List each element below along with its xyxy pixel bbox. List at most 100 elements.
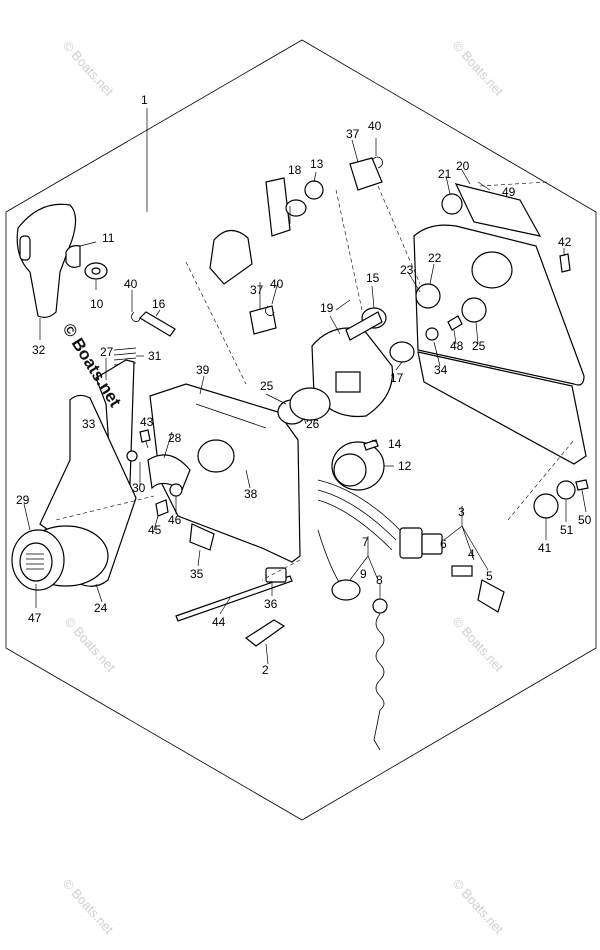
callout-20: 20 bbox=[456, 159, 470, 173]
part-lever-18 bbox=[265, 177, 291, 237]
part-buzzer bbox=[331, 441, 385, 491]
callout-34: 34 bbox=[434, 363, 448, 377]
callout-18: 18 bbox=[288, 163, 302, 177]
callout-2: 2 bbox=[262, 663, 269, 677]
part-shaft-15 bbox=[345, 307, 387, 341]
part-ring-13b bbox=[285, 199, 307, 217]
part-handle-grip bbox=[16, 203, 77, 318]
callout-35: 35 bbox=[190, 567, 204, 581]
part-screw-50 bbox=[575, 479, 589, 491]
callout-25-right: 25 bbox=[472, 339, 486, 353]
assembly-outline bbox=[5, 39, 597, 821]
part-washer-21 bbox=[441, 193, 463, 215]
callout-labels: 1 11 10 40 16 32 27 31 39 33 43 28 30 29… bbox=[16, 93, 592, 677]
part-plate-2 bbox=[244, 619, 286, 647]
callout-5: 5 bbox=[486, 569, 493, 583]
callout-24: 24 bbox=[94, 601, 108, 615]
svg-text:© Boats.net: © Boats.net bbox=[60, 876, 117, 937]
callout-8: 8 bbox=[376, 573, 383, 587]
watermark-corner-top-right: © Boats.net bbox=[450, 38, 507, 99]
callout-7: 7 bbox=[362, 535, 369, 549]
callout-16: 16 bbox=[152, 297, 166, 311]
callout-32: 32 bbox=[32, 343, 46, 357]
part-hub-disc bbox=[11, 525, 109, 591]
callout-23: 23 bbox=[400, 263, 414, 277]
callout-15: 15 bbox=[366, 271, 380, 285]
callout-30: 30 bbox=[132, 481, 146, 495]
callout-36: 36 bbox=[264, 597, 278, 611]
part-screw-43 bbox=[139, 429, 151, 443]
part-plate-35 bbox=[189, 523, 215, 551]
part-screw-45 bbox=[155, 499, 169, 517]
part-key-switch bbox=[399, 527, 443, 559]
callout-25-left: 25 bbox=[260, 379, 274, 393]
part-bracket-37-mid bbox=[249, 305, 277, 335]
part-ring-26 bbox=[289, 387, 331, 421]
callout-41: 41 bbox=[538, 541, 552, 555]
callout-47: 47 bbox=[28, 611, 42, 625]
part-control-box bbox=[149, 383, 301, 563]
part-washer-51 bbox=[556, 480, 576, 500]
part-knob-41 bbox=[533, 493, 559, 519]
watermark-main: © Boats.net bbox=[59, 320, 125, 411]
callout-19: 19 bbox=[320, 301, 334, 315]
callout-40-mid: 40 bbox=[270, 277, 284, 291]
callout-37-mid: 37 bbox=[250, 283, 264, 297]
part-screw-14 bbox=[363, 439, 379, 451]
part-screw-42 bbox=[559, 253, 571, 273]
part-gear-23 bbox=[415, 283, 441, 309]
watermark-mid-left: © Boats.net bbox=[62, 614, 119, 675]
watermark-corner-bottom-right: © Boats.net bbox=[450, 876, 507, 937]
part-clip-40-top bbox=[371, 156, 383, 169]
part-cap bbox=[65, 245, 81, 268]
part-plate-20 bbox=[454, 183, 542, 237]
svg-text:© Boats.net: © Boats.net bbox=[450, 38, 507, 99]
callout-12: 12 bbox=[398, 459, 412, 473]
part-washer-13 bbox=[304, 180, 324, 200]
svg-text:© Boats.net: © Boats.net bbox=[62, 614, 119, 675]
callout-51: 51 bbox=[560, 523, 574, 537]
part-screw-48 bbox=[447, 315, 463, 331]
svg-text:© Boats.net: © Boats.net bbox=[450, 614, 507, 675]
part-clip-36 bbox=[265, 567, 287, 583]
part-washer-34 bbox=[425, 327, 439, 341]
callout-1: 1 bbox=[141, 93, 148, 107]
part-wire-harness bbox=[317, 479, 401, 591]
part-rear-cover bbox=[413, 224, 587, 465]
part-pin-16 bbox=[139, 311, 176, 337]
callout-37-top: 37 bbox=[346, 127, 360, 141]
part-spring-31 bbox=[113, 347, 137, 366]
callout-42: 42 bbox=[558, 235, 572, 249]
callout-17: 17 bbox=[390, 371, 404, 385]
callout-46: 46 bbox=[168, 513, 182, 527]
callout-45: 45 bbox=[148, 523, 162, 537]
callout-40-top: 40 bbox=[368, 119, 382, 133]
part-bracket-37-top bbox=[349, 157, 383, 191]
callout-38: 38 bbox=[244, 487, 258, 501]
leader-lines bbox=[23, 108, 587, 665]
part-cam-bracket bbox=[209, 229, 253, 285]
svg-text:© Boats.net: © Boats.net bbox=[60, 38, 117, 99]
callout-40-left: 40 bbox=[124, 277, 138, 291]
watermark-corner-top-left: © Boats.net bbox=[60, 38, 117, 99]
callout-50: 50 bbox=[578, 513, 592, 527]
watermark-corner-bottom-left: © Boats.net bbox=[60, 876, 117, 937]
callout-33: 33 bbox=[82, 417, 96, 431]
part-key-blade bbox=[451, 565, 473, 577]
callout-11: 11 bbox=[102, 231, 115, 245]
part-switch-plate bbox=[311, 327, 394, 418]
callout-43: 43 bbox=[140, 415, 154, 429]
callout-28: 28 bbox=[168, 431, 182, 445]
callout-29: 29 bbox=[16, 493, 30, 507]
callout-48: 48 bbox=[450, 339, 464, 353]
part-box-hole bbox=[197, 439, 235, 473]
callout-9: 9 bbox=[360, 567, 367, 581]
part-key-5 bbox=[477, 579, 505, 613]
svg-text:© Boats.net: © Boats.net bbox=[450, 876, 507, 937]
callout-21: 21 bbox=[438, 167, 452, 181]
callout-6: 6 bbox=[440, 537, 447, 551]
callout-22: 22 bbox=[428, 251, 442, 265]
part-washer-17 bbox=[389, 341, 415, 363]
callout-10: 10 bbox=[90, 297, 104, 311]
